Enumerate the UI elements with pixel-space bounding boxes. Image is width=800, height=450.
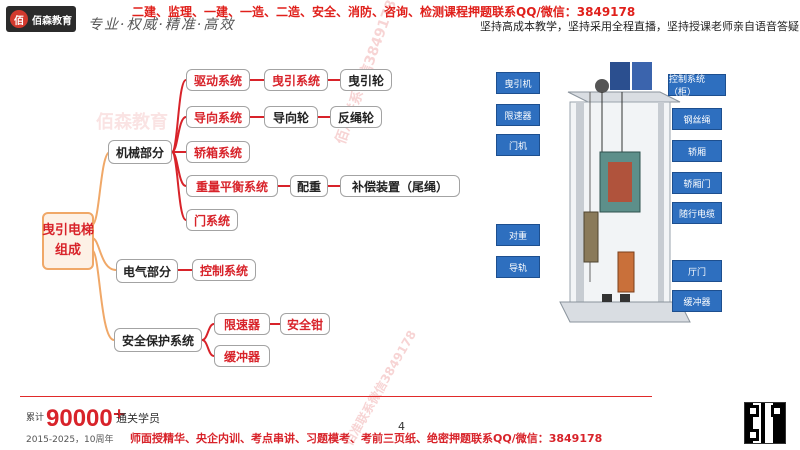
brand-logo[interactable]: 佰 佰森教育 bbox=[6, 6, 76, 32]
root-line-1: 曳引电梯 bbox=[42, 223, 95, 238]
page-number: 4 bbox=[398, 420, 405, 433]
label-guide-rail: 导轨 bbox=[496, 256, 540, 278]
elevator-shaft-illustration bbox=[559, 62, 691, 323]
node-drive: 驱动系统 bbox=[186, 69, 250, 91]
label-speed-limiter: 限速器 bbox=[496, 104, 540, 126]
stat-suffix: 通关学员 bbox=[116, 412, 160, 425]
label-wire-rope: 钢丝绳 bbox=[672, 108, 722, 130]
node-traction-wheel: 曳引轮 bbox=[340, 69, 392, 91]
root-node: 曳引电梯 组成 bbox=[42, 212, 94, 270]
node-safety: 安全保护系统 bbox=[114, 328, 202, 352]
node-door: 门系统 bbox=[186, 209, 238, 231]
promo-bottom: 师面授精华、央企内训、考点串讲、习题模考、考前三页纸、绝密押题联系QQ/微信：3… bbox=[130, 432, 603, 445]
label-travelling-cable: 随行电缆 bbox=[672, 202, 722, 224]
logo-badge: 佰 bbox=[10, 10, 28, 28]
slogan-handwritten: 专业·权威·精准·高效 bbox=[88, 17, 236, 33]
node-speed-limiter: 限速器 bbox=[214, 313, 270, 335]
label-car: 轿厢 bbox=[672, 140, 722, 162]
label-buffer: 缓冲器 bbox=[672, 290, 722, 312]
promo-subtitle: 坚持高成本教学，坚持采用全程直播，坚持授课老师亲自语音答疑 bbox=[480, 20, 799, 33]
footer-divider bbox=[20, 396, 652, 397]
node-guide-wheel: 导向轮 bbox=[264, 106, 318, 128]
qr-code-icon[interactable] bbox=[744, 402, 786, 444]
node-traction: 曳引系统 bbox=[264, 69, 328, 91]
label-counterweight: 对重 bbox=[496, 224, 540, 246]
node-electrical: 电气部分 bbox=[116, 259, 178, 283]
anniversary-text: 2015-2025，10周年 bbox=[26, 435, 114, 445]
node-guide: 导向系统 bbox=[186, 106, 250, 128]
label-door-machine: 门机 bbox=[496, 134, 540, 156]
logo-text: 佰森教育 bbox=[32, 15, 72, 27]
label-car-door: 轿厢门 bbox=[672, 172, 722, 194]
header: 佰 佰森教育 专业·权威·精准·高效 二建、监理、一建、一造、二造、安全、消防、… bbox=[0, 0, 800, 36]
node-control: 控制系统 bbox=[192, 259, 256, 281]
node-car: 轿箱系统 bbox=[186, 141, 250, 163]
node-buffer: 缓冲器 bbox=[214, 345, 270, 367]
stat-prefix: 累计 bbox=[26, 413, 45, 423]
promo-top: 二建、监理、一建、一造、二造、安全、消防、咨询、检测课程押题联系QQ/微信：38… bbox=[132, 5, 636, 19]
label-traction-machine: 曳引机 bbox=[496, 72, 540, 94]
stat-number: 90000⁺ bbox=[46, 405, 126, 432]
label-landing-door: 厅门 bbox=[672, 260, 722, 282]
node-balance: 重量平衡系统 bbox=[186, 175, 278, 197]
node-compensation: 补偿装置（尾绳） bbox=[340, 175, 460, 197]
label-control-cabinet: 控制系统（柜） bbox=[668, 74, 726, 98]
node-counterweight: 配重 bbox=[290, 175, 328, 197]
node-safety-gear: 安全钳 bbox=[280, 313, 330, 335]
root-line-2: 组成 bbox=[54, 243, 81, 258]
node-mechanical: 机械部分 bbox=[108, 140, 172, 164]
node-rope-wheel: 反绳轮 bbox=[330, 106, 382, 128]
elevator-diagram: 曳引机 限速器 门机 对重 导轨 控制系统（柜） 钢丝绳 轿厢 轿厢门 随行电缆… bbox=[490, 62, 726, 342]
